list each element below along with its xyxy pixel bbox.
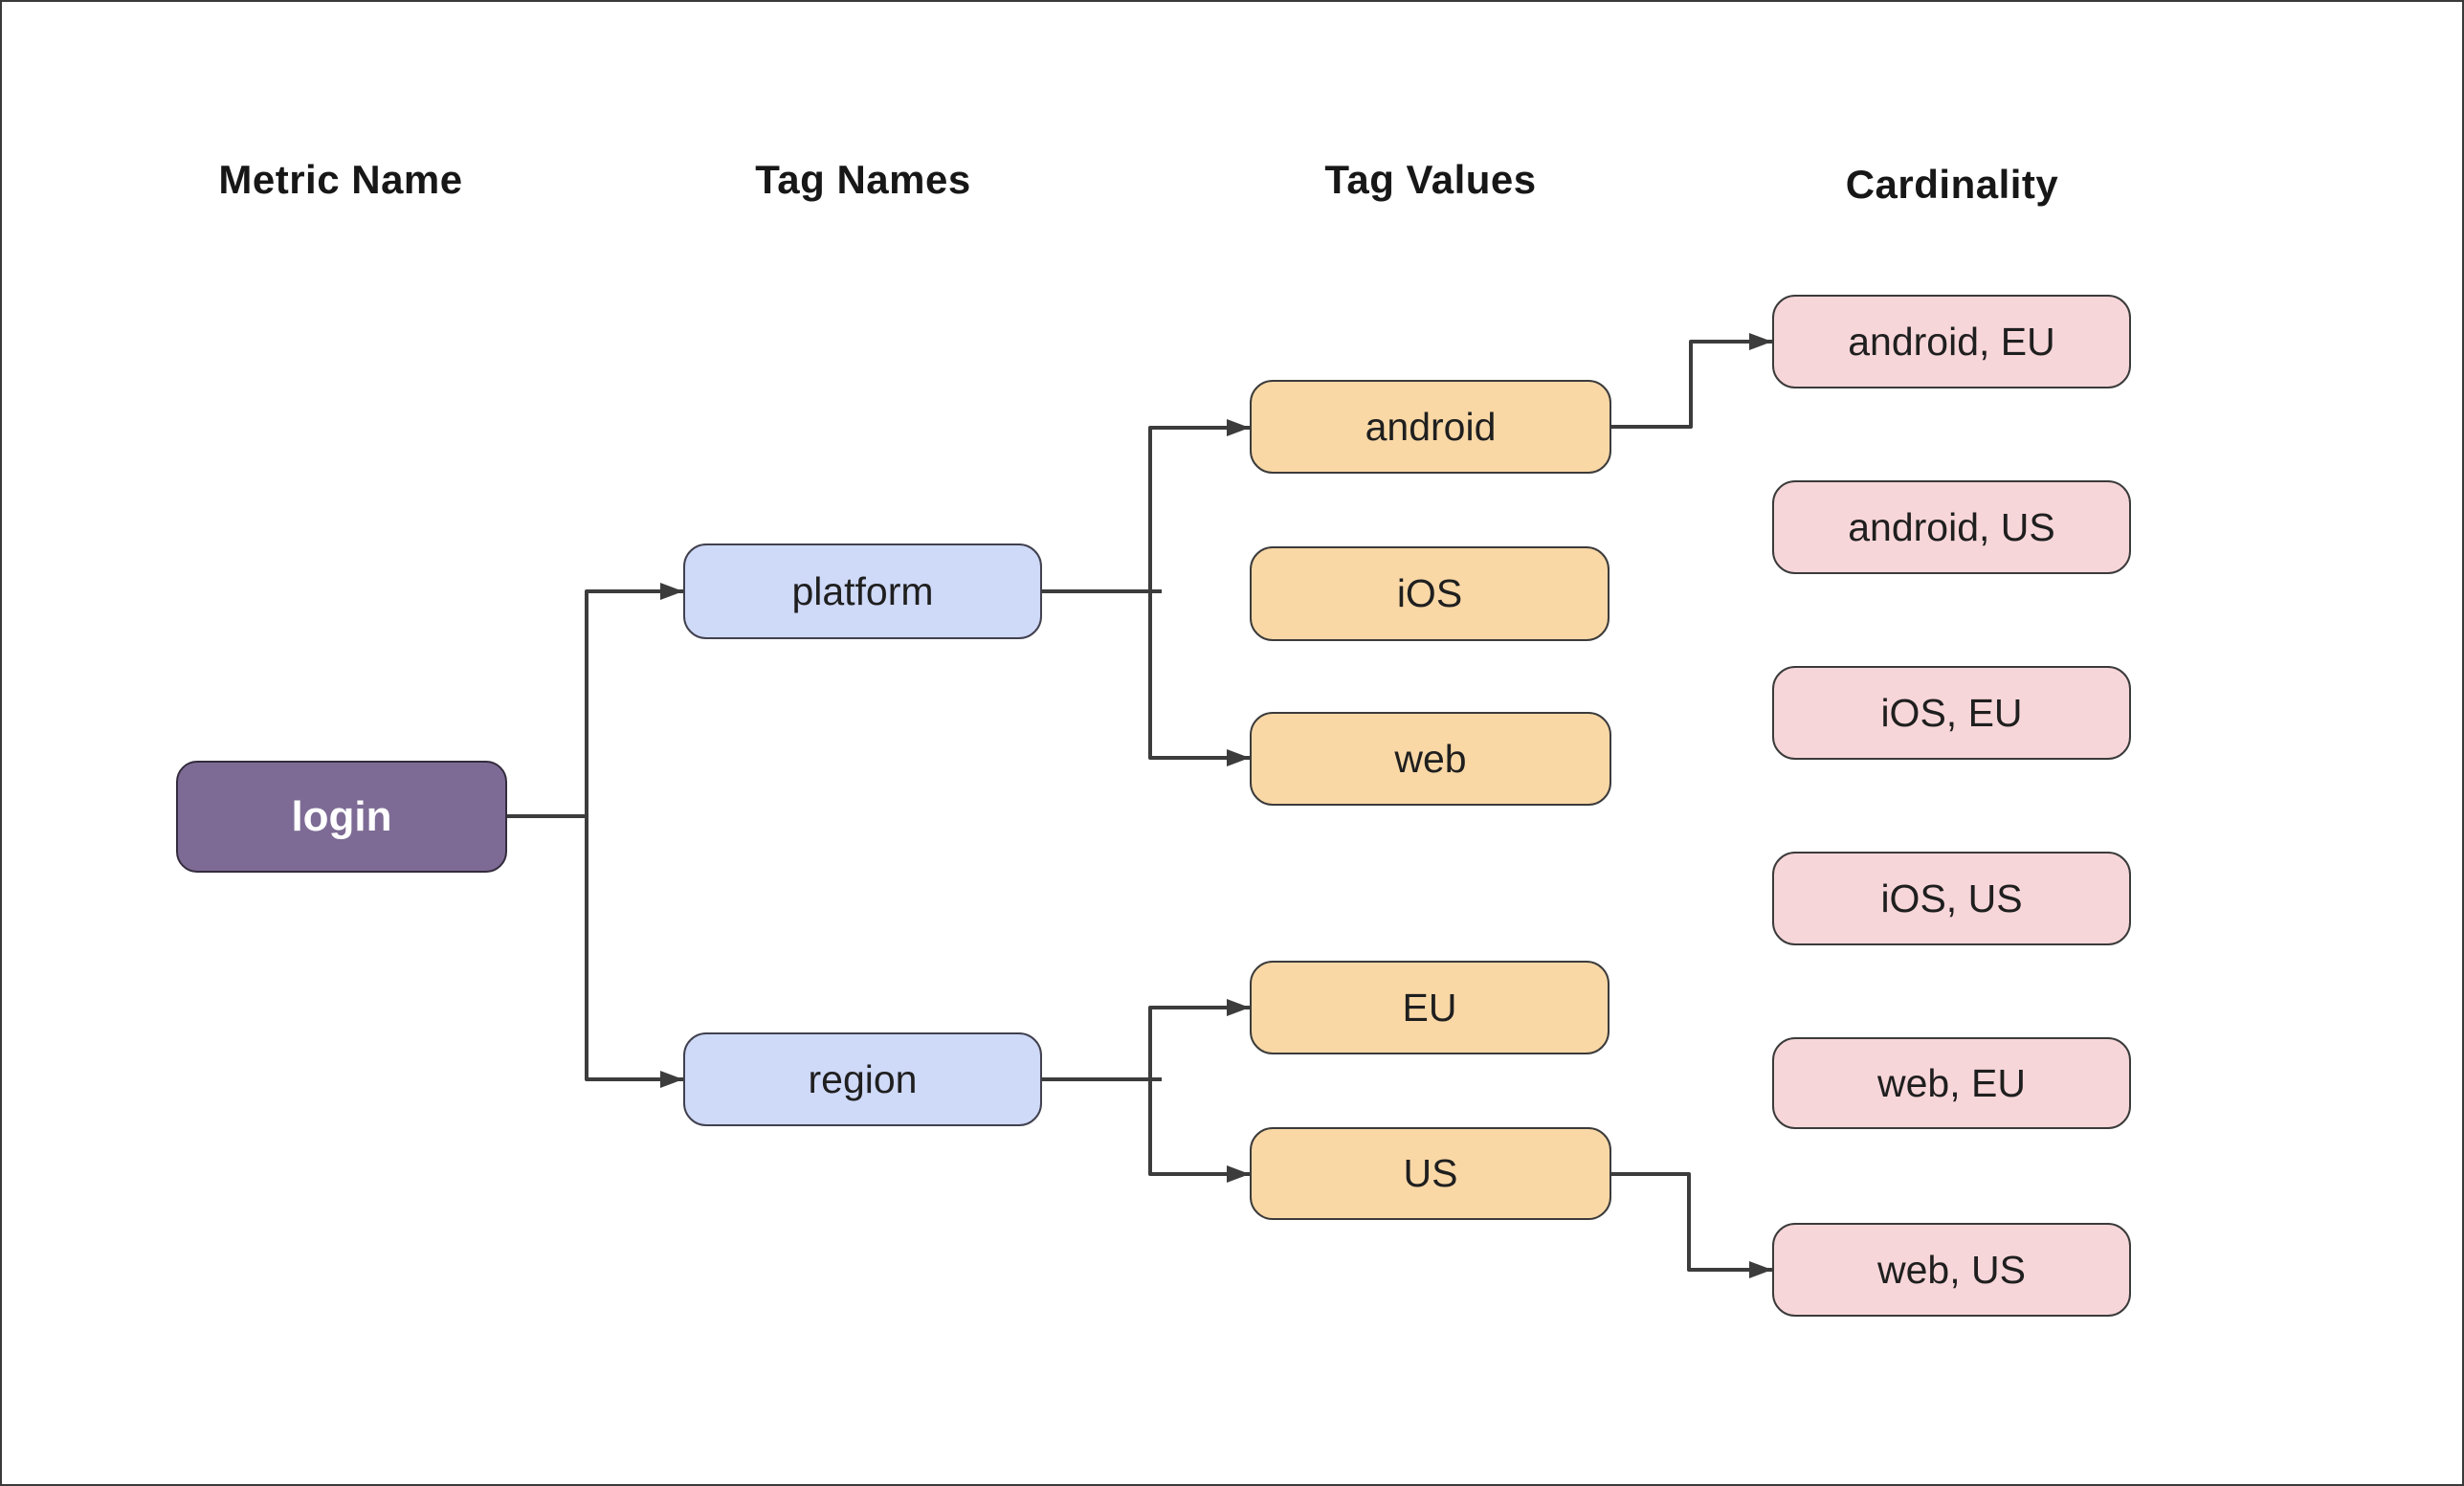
node-cardinality-web-us: web, US <box>1772 1223 2131 1317</box>
node-tag-region: region <box>683 1032 1042 1126</box>
node-value-us: US <box>1250 1127 1611 1220</box>
node-value-web: web <box>1250 712 1611 806</box>
edge-region-us <box>1148 1077 1250 1183</box>
edge-android-android-eu <box>1609 333 1772 429</box>
node-value-ios: iOS <box>1250 546 1609 641</box>
edge-us-web-us <box>1609 1172 1772 1278</box>
edge-platform-android <box>1148 419 1250 593</box>
edge-login-platform <box>585 583 683 818</box>
column-header-cardinality: Cardinality <box>1845 162 2059 207</box>
node-metric-login: login <box>176 761 507 873</box>
edge-platform-web <box>1148 589 1250 766</box>
node-value-eu: EU <box>1250 961 1609 1054</box>
edge-login-region <box>585 814 683 1088</box>
column-header-metric-name: Metric Name <box>218 157 463 202</box>
node-cardinality-ios-eu: iOS, EU <box>1772 666 2131 760</box>
node-cardinality-android-eu: android, EU <box>1772 295 2131 388</box>
column-header-tag-values: Tag Values <box>1324 157 1537 202</box>
node-cardinality-ios-us: iOS, US <box>1772 852 2131 945</box>
node-tag-platform: platform <box>683 543 1042 639</box>
column-header-tag-names: Tag Names <box>755 157 971 202</box>
node-cardinality-android-us: android, US <box>1772 480 2131 574</box>
node-value-android: android <box>1250 380 1611 474</box>
edge-region-eu <box>1148 999 1250 1081</box>
node-cardinality-web-eu: web, EU <box>1772 1037 2131 1129</box>
